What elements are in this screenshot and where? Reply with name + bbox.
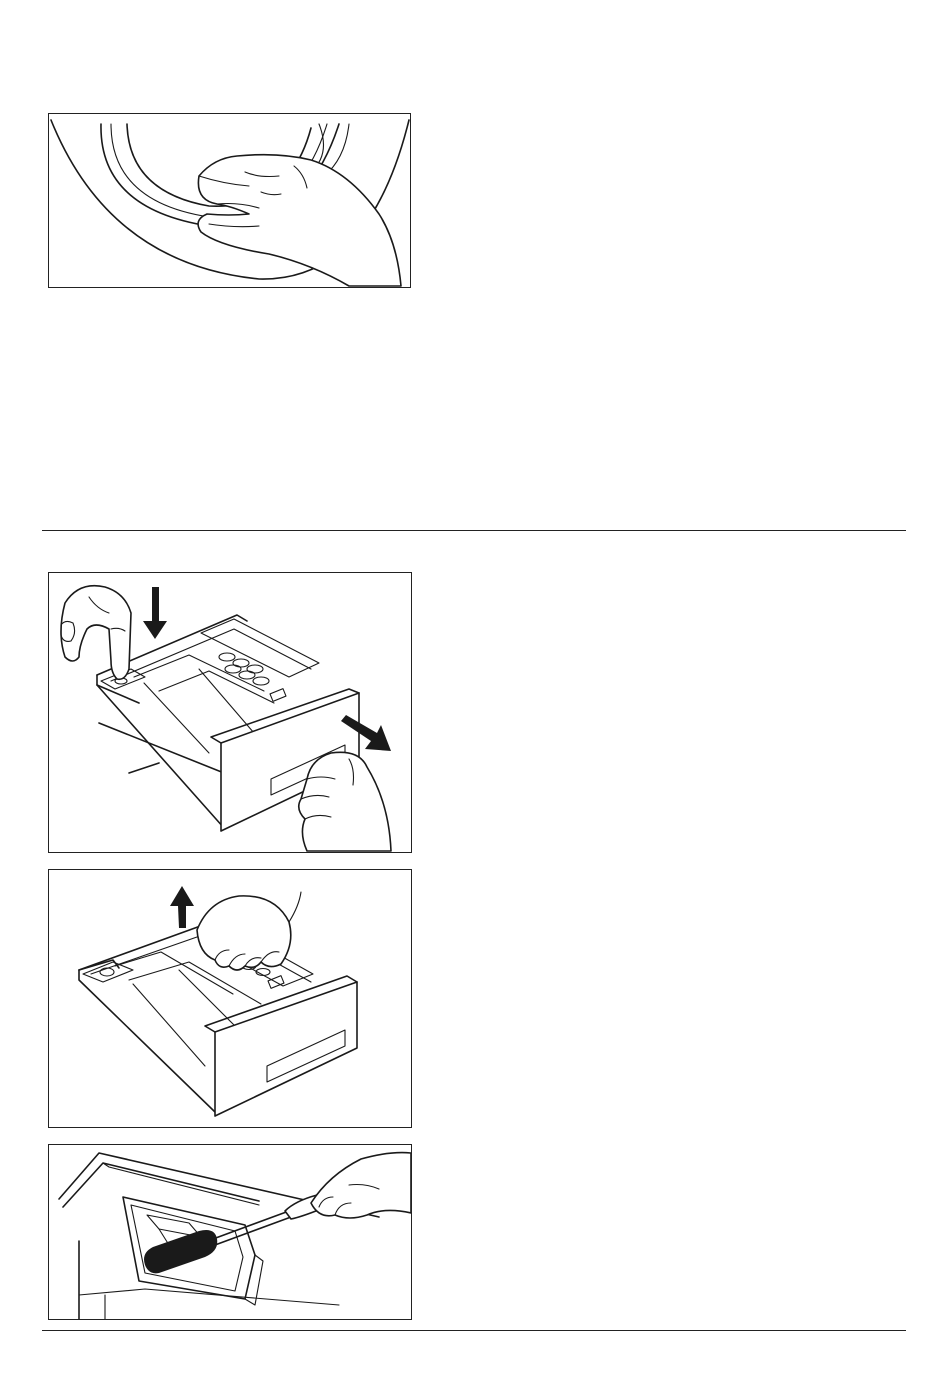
brush-bristles-icon (144, 1230, 217, 1273)
dispenser-drawer-release-illustration (49, 573, 411, 852)
door-seal-figure (48, 113, 411, 288)
dispenser-insert-removal-illustration (49, 870, 411, 1127)
drawer-release-figure (48, 572, 412, 853)
insert-removal-figure (48, 869, 412, 1128)
recess-brush-figure (48, 1144, 412, 1320)
dispenser-recess-brush-illustration (49, 1145, 411, 1319)
section-divider-bottom (42, 1330, 906, 1331)
section-divider-top (42, 530, 906, 531)
arrow-up-icon (170, 886, 194, 928)
arrow-down-icon (143, 587, 167, 639)
door-seal-cleaning-illustration (49, 114, 410, 287)
